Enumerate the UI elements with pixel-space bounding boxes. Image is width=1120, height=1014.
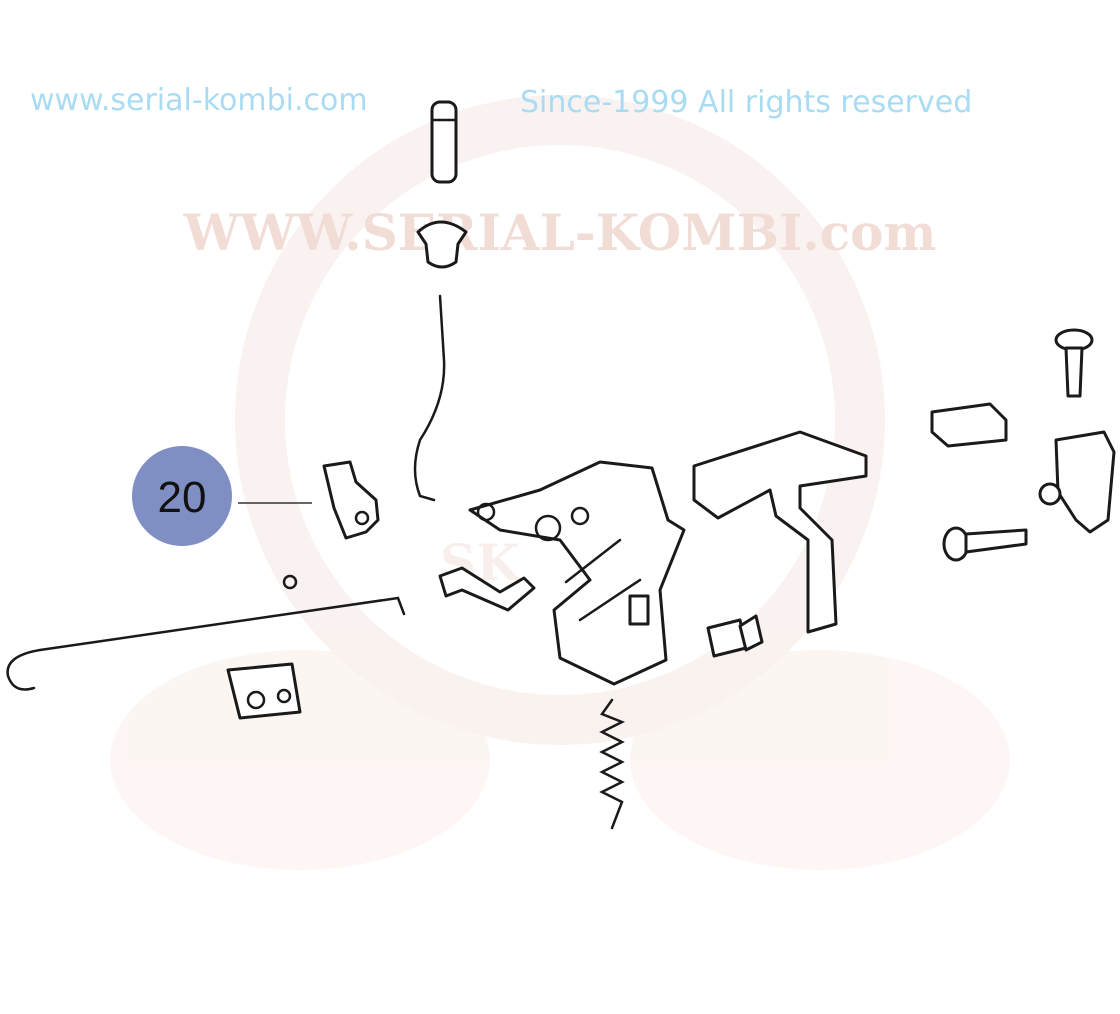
clip-part-20 bbox=[322, 460, 380, 540]
pin bbox=[430, 100, 458, 184]
bushing-block bbox=[226, 662, 302, 720]
bracket-small bbox=[438, 566, 536, 612]
spacer-block bbox=[930, 402, 1008, 448]
striker-bracket bbox=[692, 430, 868, 634]
lock-mechanism bbox=[468, 460, 686, 686]
spring bbox=[599, 698, 626, 830]
watermark-inner-arc: WWW.SERIAL-KOMBI.com bbox=[183, 203, 937, 262]
watermark-flourish bbox=[110, 95, 1010, 870]
screw-horizontal bbox=[942, 526, 1028, 562]
watermark-outer-arc-right: Since-1999 All rights reserved bbox=[520, 85, 972, 120]
callout-circle bbox=[132, 446, 232, 546]
watermark-outer-arc-left: www.serial-kombi.com bbox=[30, 83, 368, 118]
screw-top bbox=[1054, 328, 1094, 398]
grommet bbox=[416, 220, 468, 269]
latch-catch bbox=[1038, 430, 1116, 534]
callout-20[interactable]: 20 bbox=[132, 446, 312, 546]
bolt bbox=[706, 614, 764, 658]
callout-label: 20 bbox=[158, 473, 207, 522]
rod-vertical bbox=[413, 294, 446, 502]
long-rod bbox=[6, 574, 406, 691]
watermark: SK WWW.SERIAL-KOMBI.com www.serial-kombi… bbox=[30, 83, 1010, 870]
